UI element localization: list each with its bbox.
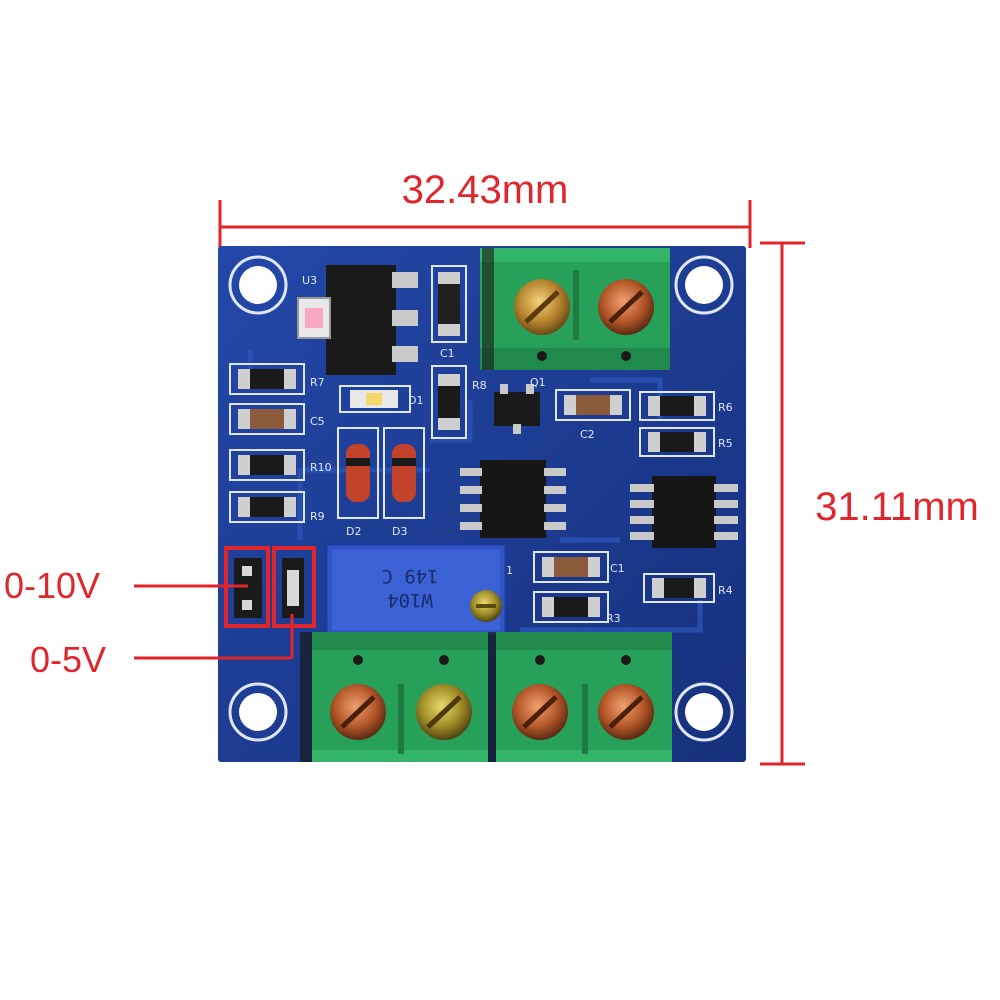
resistor-r6: R6: [639, 391, 733, 421]
capacitor-c1-top: C1: [431, 265, 467, 360]
silk-d1: D1: [408, 394, 423, 407]
capacitor-c1-mid: C1: [533, 551, 625, 583]
diode-d2: D2: [337, 427, 379, 538]
resistor-r10: R10: [229, 449, 332, 481]
resistor-r7: R7: [229, 363, 325, 395]
silk-c2: C2: [580, 428, 595, 441]
transistor-q1: Q1: [494, 376, 546, 434]
mode-label-0-5v: 0-5V: [30, 614, 294, 680]
silk-r9: R9: [310, 510, 325, 523]
silk-u3: U3: [302, 274, 317, 287]
diode-d3: D3: [383, 427, 425, 538]
terminal-block-bottom-right: [488, 632, 672, 762]
mounting-hole-bottom-left: [228, 682, 288, 742]
silk-c1-top: C1: [440, 347, 455, 360]
silk-r3: R3: [606, 612, 621, 625]
width-label: 32.43mm: [402, 168, 569, 212]
ic-chip-center: [460, 460, 566, 538]
mounting-hole-bottom-right: [674, 682, 734, 742]
resistor-r8: R8: [431, 365, 487, 439]
silk-c1-mid: C1: [610, 562, 625, 575]
pot-marking-top: 149 C: [381, 565, 438, 587]
terminal-block-top: [480, 248, 670, 370]
led-d1: D1: [339, 385, 423, 413]
silk-q1: Q1: [530, 376, 546, 389]
mode-label-0-10v: 0-10V: [4, 565, 248, 606]
capacitor-c5: C5: [229, 403, 325, 435]
jumper-header: [234, 558, 304, 618]
mode-0-10v-text: 0-10V: [4, 565, 100, 606]
silk-r5: R5: [718, 437, 733, 450]
silk-r8: R8: [472, 379, 487, 392]
trim-potentiometer: 149 C W104: [324, 542, 508, 638]
mounting-hole-top-left: [228, 255, 288, 315]
ic-chip-right: [630, 476, 738, 548]
mode-0-5v-text: 0-5V: [30, 639, 106, 680]
silk-r4: R4: [718, 584, 733, 597]
resistor-r9: R9: [229, 491, 325, 523]
resistor-r3: R3: [533, 591, 621, 625]
pot-marking-bottom: W104: [387, 589, 433, 611]
height-dimension: 31.11mm: [760, 241, 979, 766]
silk-r7: R7: [310, 376, 325, 389]
voltage-regulator: U3: [297, 265, 418, 375]
height-label: 31.11mm: [815, 485, 979, 529]
terminal-block-bottom-left: [300, 632, 488, 762]
capacitor-c2: C2: [555, 389, 631, 441]
silk-c5: C5: [310, 415, 325, 428]
silk-d3: D3: [392, 525, 407, 538]
resistor-r4: R4: [643, 573, 733, 603]
silk-d2: D2: [346, 525, 361, 538]
width-dimension: 32.43mm: [218, 168, 752, 248]
silk-r1: 1: [506, 564, 513, 577]
mounting-hole-top-right: [674, 255, 734, 315]
silk-r6: R6: [718, 401, 733, 414]
resistor-r5: R5: [639, 427, 733, 457]
silk-r10: R10: [310, 461, 332, 474]
